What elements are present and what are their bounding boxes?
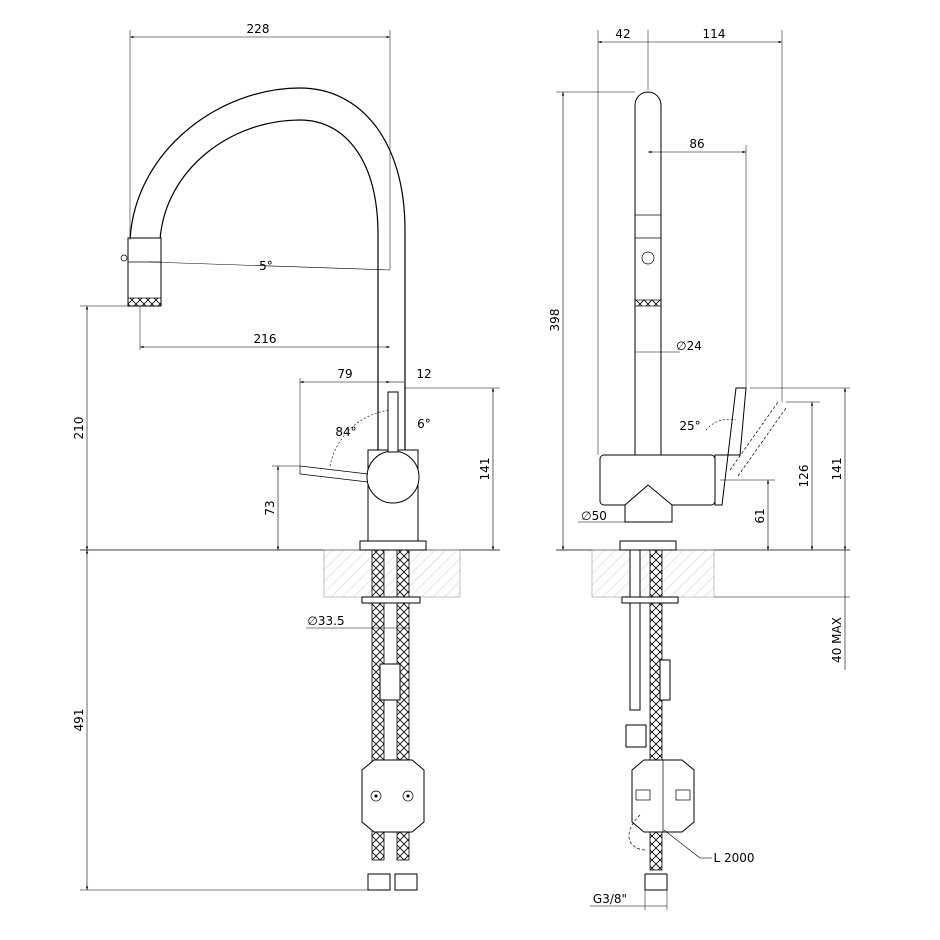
dim-73: 73 (263, 500, 277, 515)
connection-box-left (361, 759, 425, 833)
dim-6deg: 6° (417, 417, 431, 431)
label-l2000: L 2000 (713, 851, 754, 865)
dim-398: 398 (548, 309, 562, 332)
dim-114: 114 (703, 27, 726, 41)
spray-head (127, 237, 162, 307)
lever-left (387, 391, 399, 453)
dim-24: ∅24 (676, 339, 702, 353)
dim-141-right: 141 (830, 458, 844, 481)
dim-5deg: 5° (259, 259, 273, 273)
dim-228: 228 (247, 22, 270, 36)
lever-right (714, 387, 747, 506)
spout-outer (129, 87, 406, 452)
dim-491: 491 (72, 709, 86, 732)
dim-33-5: ∅33.5 (307, 614, 344, 628)
counter-hatch-left (323, 549, 461, 598)
dim-216: 216 (254, 332, 277, 346)
spout-front (634, 91, 662, 455)
handle-knob-left (366, 450, 420, 504)
dim-12: 12 (416, 367, 431, 381)
dim-79: 79 (337, 367, 352, 381)
dim-42: 42 (615, 27, 630, 41)
left-view: 228 5° 216 79 12 84° 6° 210 73 141 ∅33.5 (72, 22, 500, 891)
dim-40max: 40 MAX (830, 617, 844, 663)
dim-84deg: 84° (335, 425, 356, 439)
dim-86: 86 (689, 137, 704, 151)
dim-61: 61 (753, 508, 767, 523)
spout-inner (159, 119, 379, 452)
dim-141-left: 141 (478, 458, 492, 481)
dim-126: 126 (797, 465, 811, 488)
dim-25deg: 25° (679, 419, 700, 433)
label-g38: G3/8" (593, 892, 627, 906)
right-view: 42 114 86 398 ∅24 25° 126 141 ∅50 61 (548, 27, 850, 910)
dim-210: 210 (72, 417, 86, 440)
dim-50: ∅50 (581, 509, 607, 523)
